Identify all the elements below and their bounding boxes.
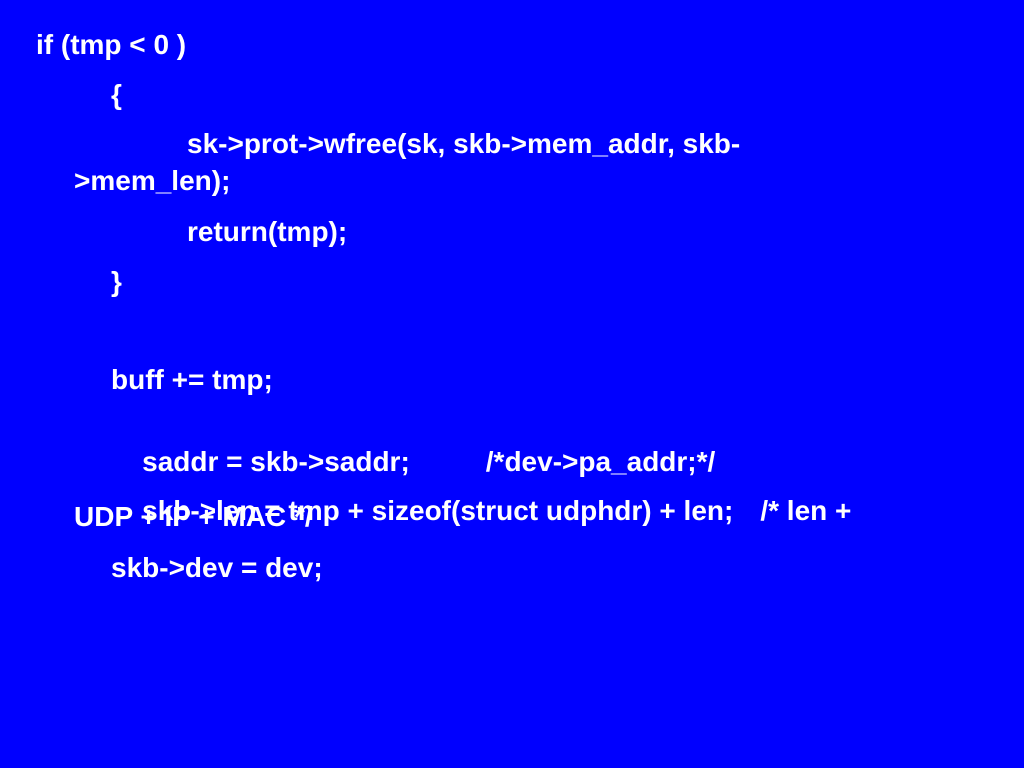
code-line-close-brace: } bbox=[111, 266, 122, 297]
len-code: skb->len = tmp + sizeof(struct udphdr) +… bbox=[142, 495, 734, 526]
saddr-code: saddr = skb->saddr; bbox=[142, 446, 410, 477]
code-line-saddr: saddr = skb->saddr; /*dev->pa_addr;*/ bbox=[111, 414, 715, 477]
code-line-len-continued: UDP + IP + MAC */ bbox=[74, 501, 313, 532]
saddr-comment: /*dev->pa_addr;*/ bbox=[485, 446, 716, 477]
code-line-dev: skb->dev = dev; bbox=[111, 552, 323, 583]
code-line-wfree: sk->prot->wfree(sk, skb->mem_addr, skb- bbox=[187, 128, 741, 159]
code-line-len: skb->len = tmp + sizeof(struct udphdr) +… bbox=[111, 463, 851, 526]
code-line-open-brace: { bbox=[111, 79, 122, 110]
code-line-wfree-continued: >mem_len); bbox=[74, 165, 231, 196]
code-line-return: return(tmp); bbox=[187, 216, 348, 247]
code-line-if: if (tmp < 0 ) bbox=[36, 29, 187, 60]
code-line-buff: buff += tmp; bbox=[111, 364, 273, 395]
len-comment: /* len + bbox=[760, 495, 852, 526]
